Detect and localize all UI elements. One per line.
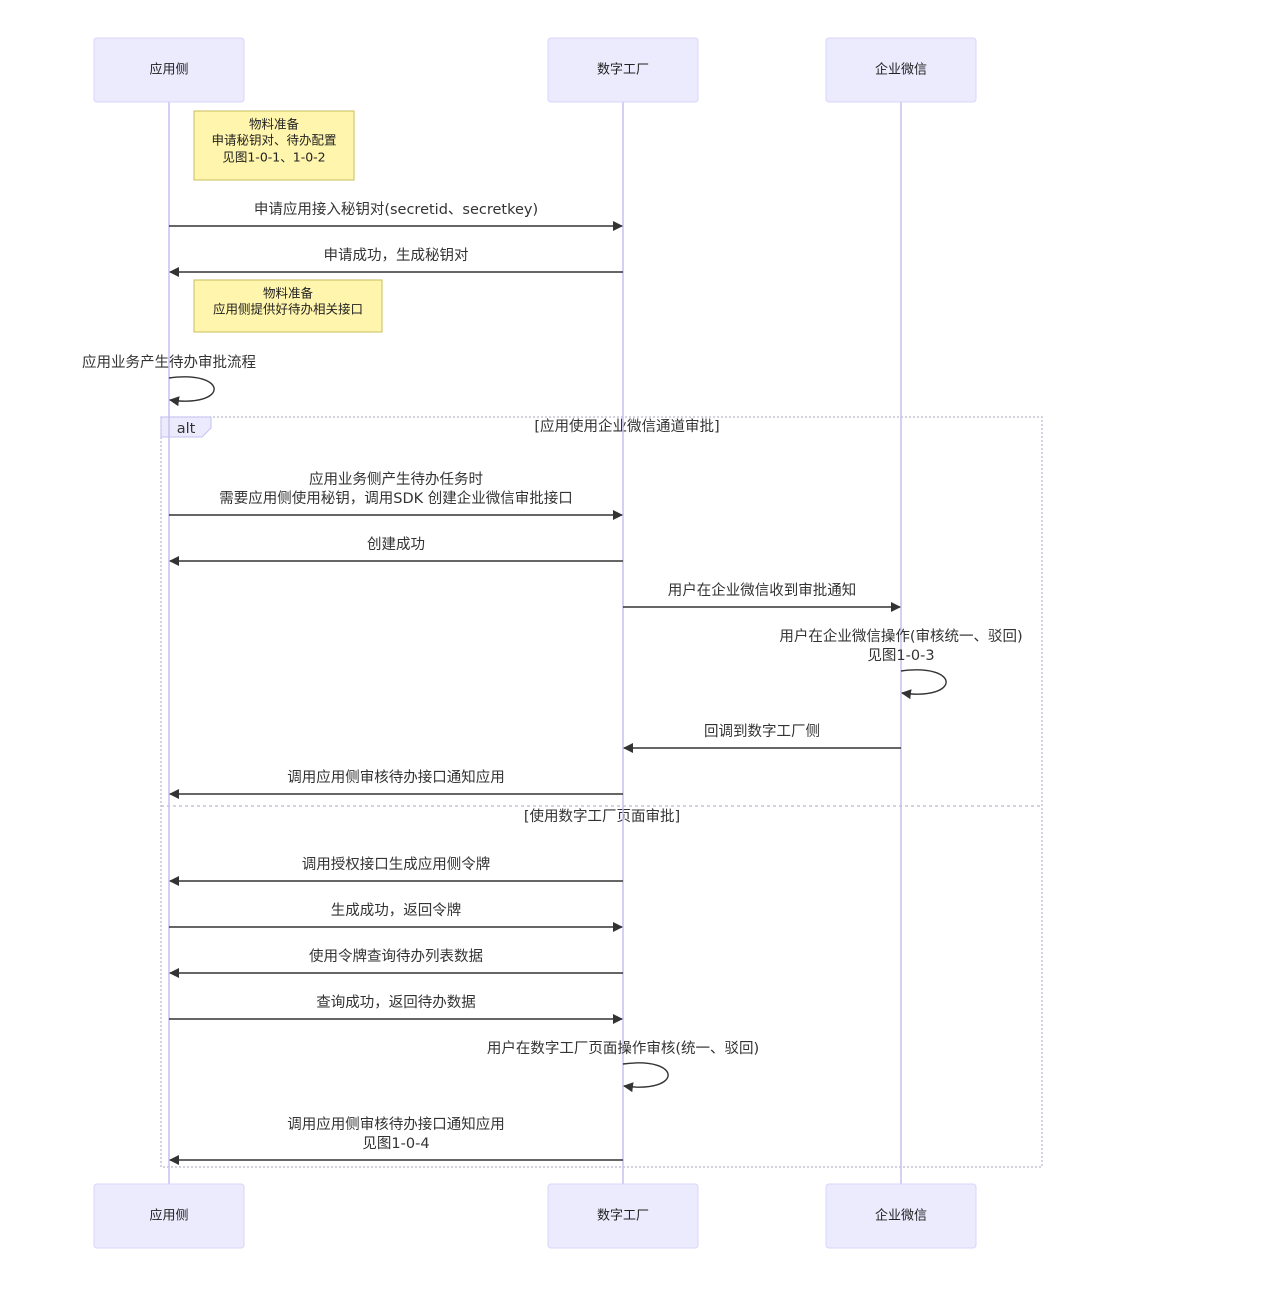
participant-box [825, 37, 977, 103]
message-label: 使用令牌查询待办列表数据 [309, 948, 483, 965]
message-label: 调用应用侧审核待办接口通知应用 [287, 768, 505, 786]
message-label: 用户在企业微信操作(审核统一、驳回) [779, 627, 1022, 645]
message-m1: 申请应用接入秘钥对(secretid、secretkey) [169, 200, 623, 231]
participant-app-top: 应用侧 [93, 37, 245, 103]
message-m11: 生成成功，返回令牌 [169, 902, 623, 932]
participant-label: 企业微信 [875, 1208, 927, 1224]
note-box [193, 110, 355, 181]
message-m5: 创建成功 [169, 536, 623, 566]
message-label: 用户在企业微信收到审批通知 [668, 581, 857, 599]
message-m2: 申请成功，生成秘钥对 [169, 247, 623, 277]
message-label: 见图1-0-3 [867, 648, 934, 664]
message-m7: 用户在企业微信操作(审核统一、驳回) 见图1-0-3 [779, 627, 1023, 700]
message-label: 应用业务产生待办审批流程 [82, 353, 256, 371]
alt-condition: [应用使用企业微信通道审批] [534, 417, 719, 435]
message-label: 申请应用接入秘钥对(secretid、secretkey) [254, 200, 538, 218]
message-m3: 应用业务产生待办审批流程 [82, 353, 256, 407]
participant-app-bottom: 应用侧 [93, 1183, 245, 1249]
message-m8: 回调到数字工厂侧 [623, 723, 901, 753]
self-message-arrow [622, 1062, 669, 1093]
message-label: 生成成功，返回令牌 [331, 902, 462, 919]
alt-label-box [160, 416, 212, 438]
participant-factory-bottom: 数字工厂 [547, 1183, 699, 1249]
participant-box [93, 1183, 245, 1249]
message-label: 调用应用侧审核待办接口通知应用 [287, 1115, 505, 1133]
message-label: 见图1-0-4 [362, 1136, 429, 1152]
participant-wecom-bottom: 企业微信 [825, 1183, 977, 1249]
message-m10: 调用授权接口生成应用侧令牌 [169, 855, 623, 886]
self-message-arrow [168, 376, 215, 407]
alt-label: alt [177, 421, 196, 437]
alt-frame-border [160, 416, 1043, 1168]
participant-wecom-top: 企业微信 [825, 37, 977, 103]
message-label: 查询成功，返回待办数据 [316, 994, 476, 1011]
participant-label: 数字工厂 [597, 63, 649, 78]
message-label: 调用授权接口生成应用侧令牌 [302, 855, 491, 873]
message-label: 申请成功，生成秘钥对 [324, 247, 469, 264]
note-text: 物料准备 [263, 286, 314, 301]
message-m9: 调用应用侧审核待办接口通知应用 [169, 768, 623, 799]
note-text: 申请秘钥对、待办配置 [211, 133, 336, 148]
participant-box [547, 1183, 699, 1249]
participant-box [547, 37, 699, 103]
alt-condition: [使用数字工厂页面审批] [524, 808, 680, 825]
message-m14: 用户在数字工厂页面操作审核(统一、驳回) [487, 1040, 759, 1093]
participant-label: 应用侧 [149, 1208, 188, 1224]
participant-factory-top: 数字工厂 [547, 37, 699, 103]
message-label: 用户在数字工厂页面操作审核(统一、驳回) [487, 1040, 759, 1057]
alt-frame: alt [应用使用企业微信通道审批] [使用数字工厂页面审批] [160, 416, 1043, 1168]
message-label: 回调到数字工厂侧 [704, 723, 820, 740]
participant-label: 应用侧 [149, 62, 188, 78]
participant-box [825, 1183, 977, 1249]
participant-label: 数字工厂 [597, 1209, 649, 1224]
participant-label: 企业微信 [875, 62, 927, 78]
message-label: 需要应用侧使用秘钥，调用SDK 创建企业微信审批接口 [219, 489, 573, 507]
self-message-arrow [900, 669, 947, 700]
message-m13: 查询成功，返回待办数据 [169, 994, 623, 1024]
note-text: 物料准备 [249, 117, 300, 132]
message-label: 创建成功 [367, 536, 425, 553]
note-text: 见图1-0-1、1-0-2 [222, 150, 325, 165]
note-box [193, 279, 383, 333]
participant-box [93, 37, 245, 103]
note-text: 应用侧提供好待办相关接口 [213, 302, 363, 317]
message-m12: 使用令牌查询待办列表数据 [169, 948, 623, 978]
message-m6: 用户在企业微信收到审批通知 [623, 581, 901, 612]
message-label: 应用业务侧产生待办任务时 [309, 470, 483, 488]
